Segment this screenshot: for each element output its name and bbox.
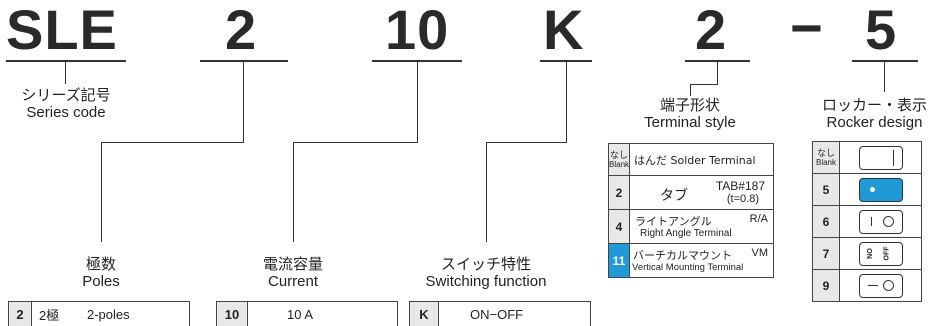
- rocker-key-blank-jp: なし: [816, 147, 835, 158]
- terminal-key-2: 2: [607, 175, 631, 210]
- terminal-connector-h: [690, 84, 718, 85]
- terminal-code-tab: TAB#187: [715, 179, 765, 193]
- rocker-label-jp: ロッカー・表示: [821, 96, 927, 114]
- series-connector: [65, 62, 66, 84]
- switching-connector-h: [486, 142, 567, 143]
- rocker-line-circle-icon: [858, 209, 903, 234]
- terminal-code-vm: VM: [751, 247, 769, 259]
- rocker-off-text: OFF: [883, 246, 890, 260]
- rocker-dash-circle-icon: [858, 273, 903, 298]
- rocker-key-7: 7: [812, 237, 840, 270]
- current-option-value: 10 A: [287, 306, 314, 322]
- rocker-table: なし Blank 5 6 7 ON OFF: [812, 141, 922, 302]
- switching-option-row: K ON−OFF: [409, 301, 591, 326]
- current-option-row: 10 10 A: [216, 301, 398, 326]
- terminal-text-solder: はんだ Solder Terminal: [634, 153, 756, 167]
- poles-option-key: 2: [9, 302, 32, 326]
- rocker-row-9: 9: [812, 269, 922, 302]
- terminal-row-4: 4 ライトアングル R/A Right Angle Terminal: [607, 209, 774, 244]
- switching-option-key: K: [410, 302, 439, 326]
- current-connector-v2: [293, 142, 294, 242]
- rocker-key-blank-en: Blank: [815, 157, 836, 167]
- code-dash: −: [790, 0, 824, 59]
- code-terminal: 2: [695, 0, 728, 61]
- code-terminal-underline: [685, 60, 750, 62]
- poles-connector-h: [101, 142, 244, 143]
- poles-connector-v2: [101, 142, 102, 242]
- terminal-en-vm: Vertical Mounting Terminal: [632, 262, 744, 273]
- terminal-label-en: Terminal style: [644, 114, 736, 131]
- rocker-dot-icon: [858, 177, 903, 202]
- terminal-jp-ra: ライトアングル: [635, 215, 712, 228]
- poles-label-en: Poles: [82, 273, 120, 290]
- switching-label-jp: スイッチ特性: [440, 255, 531, 273]
- terminal-jp-tab: タブ: [660, 188, 689, 204]
- rocker-key-9: 9: [812, 269, 840, 302]
- code-switching: K: [543, 0, 585, 61]
- terminal-note-tab: (t=0.8): [726, 193, 759, 205]
- switching-option-value: ON−OFF: [470, 306, 524, 322]
- terminal-label-jp: 端子形状: [659, 96, 720, 114]
- switching-connector-v2: [486, 142, 487, 242]
- current-option-key: 10: [217, 302, 248, 326]
- terminal-row-blank: なし Blank はんだ Solder Terminal: [607, 143, 774, 176]
- terminal-connector-v2: [690, 84, 691, 96]
- terminal-key-blank-jp: なし: [610, 149, 629, 160]
- rocker-connector: [884, 62, 885, 92]
- code-poles: 2: [225, 0, 258, 61]
- rocker-label-en: Rocker design: [826, 114, 923, 131]
- current-label-en: Current: [267, 273, 319, 290]
- rocker-on-text: ON: [864, 247, 872, 259]
- current-connector-h: [293, 142, 418, 143]
- code-poles-underline: [200, 60, 288, 62]
- code-switching-underline: [540, 60, 592, 62]
- terminal-jp-vm: バーチカルマウント: [633, 249, 733, 262]
- terminal-en-ra: Right Angle Terminal: [640, 228, 732, 239]
- current-connector-v1: [417, 62, 418, 142]
- poles-option-en: 2-poles: [87, 306, 130, 322]
- poles-option-jp: 2極: [39, 307, 60, 323]
- code-series-underline: [6, 60, 126, 62]
- terminal-key-blank-en: Blank: [609, 159, 630, 169]
- code-rocker-underline: [852, 60, 918, 62]
- terminal-table: なし Blank はんだ Solder Terminal 2 タブ TAB#18…: [607, 143, 774, 278]
- code-rocker: 5: [865, 0, 898, 61]
- switching-connector-v1: [566, 62, 567, 142]
- switching-label-en: Switching function: [425, 273, 547, 290]
- poles-label-jp: 極数: [85, 255, 116, 273]
- current-label-jp: 電流容量: [262, 255, 323, 273]
- code-current-underline: [372, 60, 462, 62]
- code-current: 10: [385, 0, 450, 61]
- terminal-connector-v1: [717, 62, 718, 84]
- rocker-key-6: 6: [812, 205, 840, 238]
- poles-option-row: 2 2極 2-poles: [8, 301, 190, 326]
- terminal-code-ra: R/A: [749, 213, 768, 225]
- terminal-key-11: 11: [607, 243, 631, 278]
- terminal-row-11: 11 バーチカルマウント VM Vertical Mounting Termin…: [607, 243, 774, 278]
- rocker-row-6: 6: [812, 205, 922, 238]
- rocker-row-7: 7 ON OFF: [812, 237, 922, 270]
- series-label-jp: シリーズ記号: [21, 86, 111, 104]
- poles-connector-v1: [243, 62, 244, 142]
- rocker-key-5: 5: [812, 173, 840, 206]
- rocker-row-5: 5: [812, 173, 922, 206]
- rocker-row-blank: なし Blank: [812, 141, 922, 174]
- rocker-on-off-icon: ON OFF: [858, 241, 903, 266]
- rocker-blank-icon: [858, 145, 903, 170]
- terminal-key-4: 4: [607, 209, 631, 244]
- terminal-row-2: 2 タブ TAB#187 (t=0.8): [607, 175, 774, 210]
- series-label-en: Series code: [26, 104, 106, 121]
- code-series: SLE: [6, 0, 118, 61]
